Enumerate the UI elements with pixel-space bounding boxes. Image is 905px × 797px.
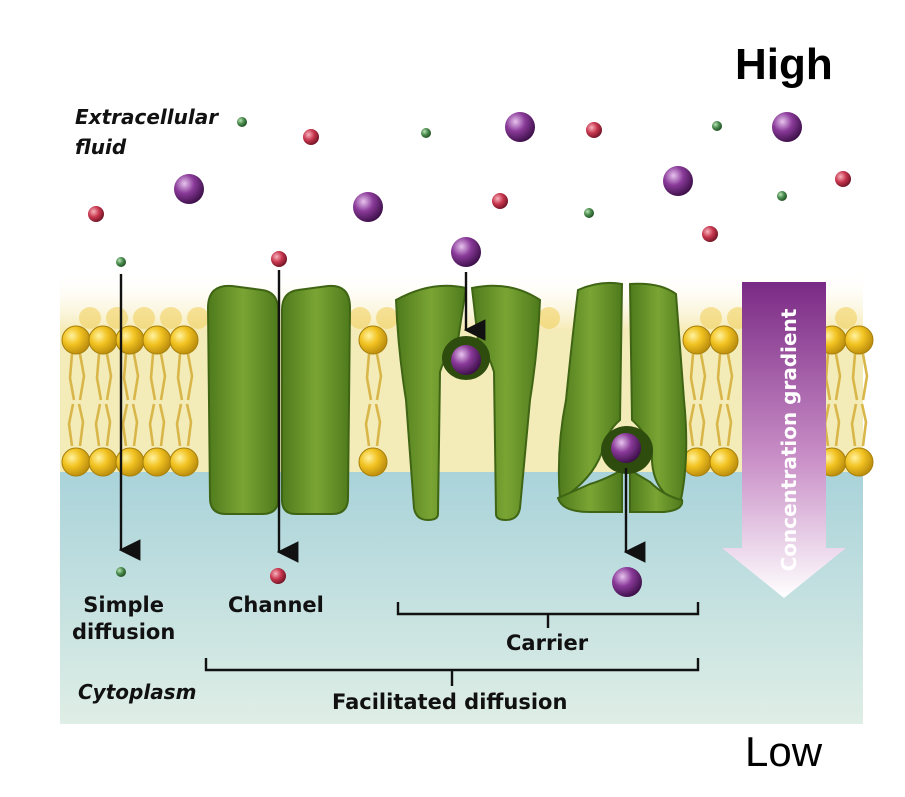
medium-solute xyxy=(492,193,508,209)
channel-protein xyxy=(206,284,352,515)
phospholipid xyxy=(709,325,739,477)
large-solute xyxy=(353,192,383,222)
phospholipid xyxy=(169,325,199,477)
phospholipid xyxy=(358,325,388,477)
phospholipid xyxy=(115,325,145,477)
simple-line-2: diffusion xyxy=(72,620,176,644)
large-solute xyxy=(451,345,481,375)
facilitated-diffusion-label: Facilitated diffusion xyxy=(332,690,568,714)
high-label: High xyxy=(735,40,833,89)
concentration-gradient-arrow: Concentration gradient xyxy=(722,282,846,598)
extracellular-line-2: fluid xyxy=(75,135,127,159)
medium-solute xyxy=(270,568,286,584)
large-solute xyxy=(505,112,535,142)
gradient-label: Concentration gradient xyxy=(777,308,801,571)
medium-solute xyxy=(702,226,718,242)
phospholipid-head-back xyxy=(106,307,128,329)
phospholipid-bilayer xyxy=(61,307,874,477)
phospholipid-head-back xyxy=(349,307,371,329)
low-label: Low xyxy=(745,728,823,775)
phospholipid-head-back xyxy=(835,307,857,329)
medium-solute xyxy=(835,171,851,187)
small-solute xyxy=(116,567,126,577)
phospholipid-head-back xyxy=(133,307,155,329)
carrier-bracket xyxy=(396,602,700,628)
phospholipid-head-back xyxy=(79,307,101,329)
small-solute xyxy=(421,128,431,138)
phospholipid-head-back xyxy=(700,307,722,329)
phospholipid xyxy=(61,325,91,477)
cytoplasm-label: Cytoplasm xyxy=(78,680,197,704)
large-solute xyxy=(451,237,481,267)
small-solute xyxy=(116,257,126,267)
medium-solute xyxy=(586,122,602,138)
phospholipid-head-back xyxy=(160,307,182,329)
large-solute xyxy=(663,166,693,196)
large-solute xyxy=(612,567,642,597)
small-solute xyxy=(237,117,247,127)
phospholipid xyxy=(142,325,172,477)
simple-line-1: Simple xyxy=(83,593,164,617)
phospholipid xyxy=(88,325,118,477)
phospholipid-head-back xyxy=(187,307,209,329)
large-solute xyxy=(611,433,641,463)
transport-arrows xyxy=(118,270,646,563)
channel-label: Channel xyxy=(228,593,324,617)
phospholipid xyxy=(844,325,874,477)
medium-solute xyxy=(88,206,104,222)
small-solute xyxy=(712,121,722,131)
facilitated-bracket xyxy=(204,658,700,686)
small-solute xyxy=(584,208,594,218)
phospholipid-head-back xyxy=(538,307,560,329)
medium-solute xyxy=(271,251,287,267)
large-solute xyxy=(772,112,802,142)
phospholipid-head-back xyxy=(376,307,398,329)
solute-particles xyxy=(88,112,851,597)
extracellular-fluid-label: Extracellular fluid xyxy=(75,102,218,162)
extracellular-line-1: Extracellular xyxy=(75,105,219,129)
medium-solute xyxy=(303,129,319,145)
brackets xyxy=(204,602,700,686)
large-solute xyxy=(174,174,204,204)
carrier-label: Carrier xyxy=(506,631,589,655)
simple-diffusion-label: Simple diffusion xyxy=(72,592,175,646)
cytoplasm-region xyxy=(60,472,863,724)
phospholipid xyxy=(682,325,712,477)
small-solute xyxy=(777,191,787,201)
